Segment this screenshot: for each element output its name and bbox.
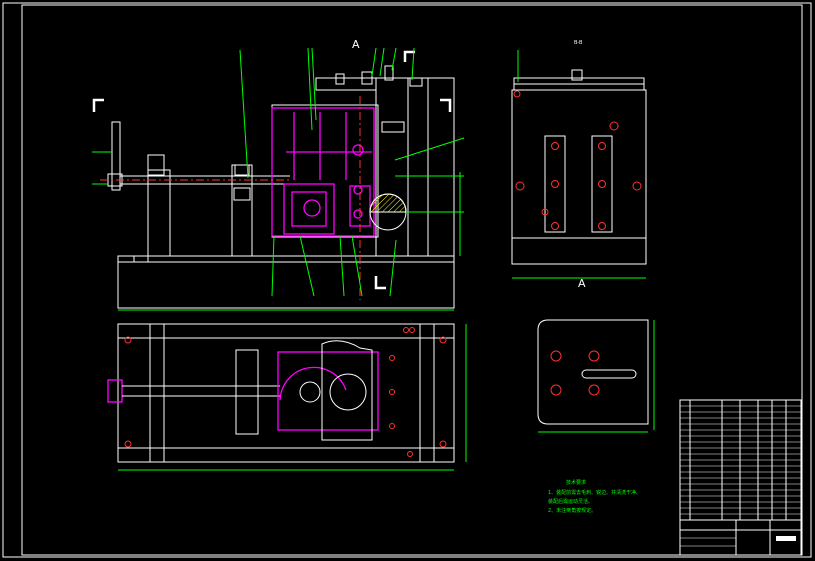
tech-line-1: 1、装配前需去毛刺、锐边、并清洗干净。 [548, 489, 641, 496]
tech-line-2: 装配后需运动灵活。 [548, 498, 593, 505]
top-view [107, 323, 467, 471]
tech-notes: 技术要求 1、装配前需去毛刺、锐边、并清洗干净。 装配后需运动灵活。 2、未注倒… [548, 479, 641, 514]
side-view [511, 50, 647, 279]
detail-view [537, 319, 655, 433]
tech-title: 技术要求 [566, 479, 586, 486]
view-label-bottom: A [578, 277, 586, 290]
section-letter: A [352, 38, 360, 51]
view-label-top: B-B [574, 40, 583, 46]
tech-line-3: 2、未注倒角按规定。 [548, 507, 596, 514]
front-view [92, 47, 465, 311]
title-block [679, 399, 802, 556]
inner-frame [21, 4, 803, 556]
